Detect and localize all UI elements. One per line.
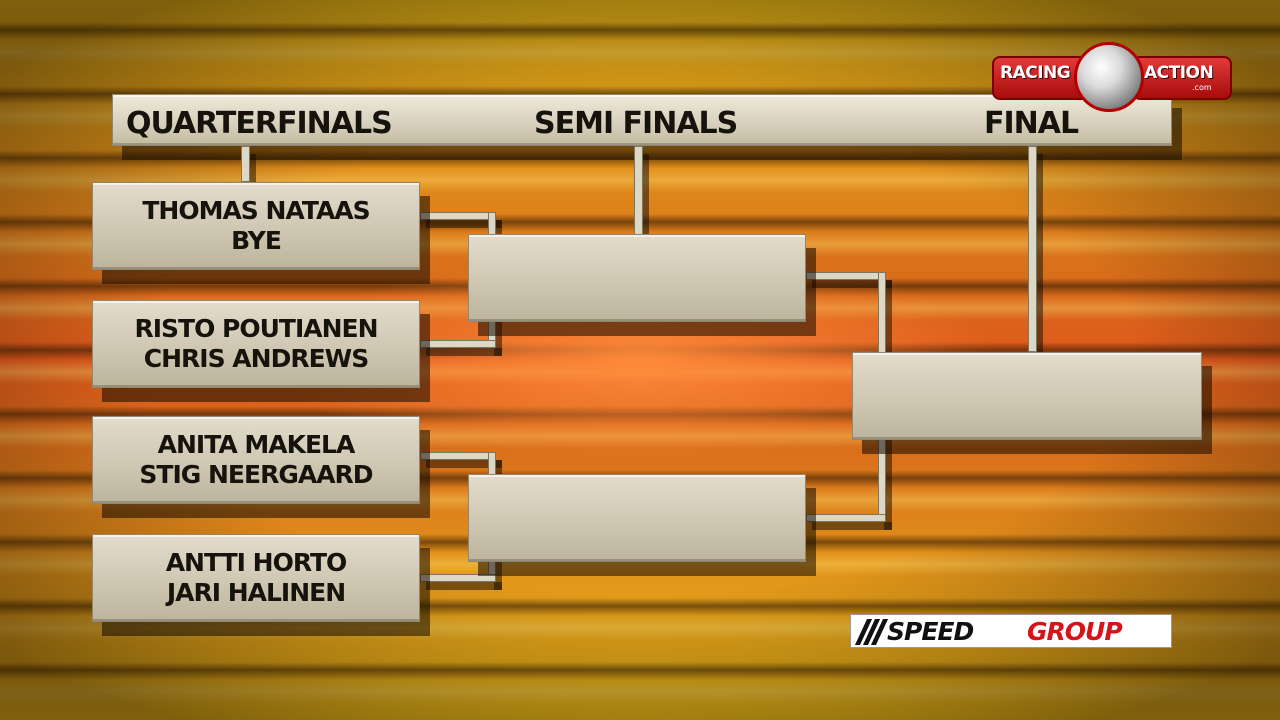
header-bar	[112, 94, 1172, 146]
competitor-name: STIG NEERGAARD	[139, 460, 373, 489]
competitor-name: JARI HALINEN	[166, 578, 346, 607]
quarterfinal-match-4: ANTTI HORTO JARI HALINEN	[92, 534, 420, 622]
speedgroup-logo: SPEED GROUP	[850, 614, 1172, 648]
sponsor-text-speed: SPEED	[887, 617, 974, 646]
competitor-name: ANITA MAKELA	[157, 430, 356, 459]
logo-left-text: RACING	[1000, 63, 1071, 83]
semifinal-match-1	[468, 234, 806, 322]
competitor-name: BYE	[231, 226, 282, 255]
final-heading: FINAL	[984, 106, 1079, 141]
logo-right-text: ACTION	[1144, 63, 1214, 83]
logo-right-pill	[1132, 56, 1232, 100]
competitor-name: CHRIS ANDREWS	[143, 344, 369, 373]
connector-qf4	[420, 574, 496, 582]
semifinals-heading: SEMI FINALS	[534, 106, 738, 141]
connector-header-sf	[634, 146, 643, 236]
connector-qf2	[420, 340, 496, 348]
connector-qf3	[420, 452, 496, 460]
competitor-name: ANTTI HORTO	[165, 548, 348, 577]
logo-sub-text: .com	[1192, 83, 1212, 92]
competitor-name: THOMAS NATAAS	[142, 196, 370, 225]
connector-sf1	[806, 272, 886, 280]
competitor-name: RISTO POUTIANEN	[134, 314, 378, 343]
semifinal-match-2	[468, 474, 806, 562]
quarterfinal-match-3: ANITA MAKELA STIG NEERGAARD	[92, 416, 420, 504]
connector-qf1	[420, 212, 496, 220]
globe-icon	[1074, 42, 1144, 112]
connector-header-final	[1028, 146, 1037, 352]
quarterfinal-match-2: RISTO POUTIANEN CHRIS ANDREWS	[92, 300, 420, 388]
quarterfinal-match-1: THOMAS NATAAS BYE	[92, 182, 420, 270]
final-match	[852, 352, 1202, 440]
sponsor-text-group: GROUP	[1027, 617, 1123, 646]
connector-sf2	[806, 514, 886, 522]
quarterfinals-heading: QUARTERFINALS	[126, 106, 393, 141]
racing-action-logo: RACING ACTION .com	[992, 42, 1232, 112]
connector-header-qf	[241, 146, 250, 182]
